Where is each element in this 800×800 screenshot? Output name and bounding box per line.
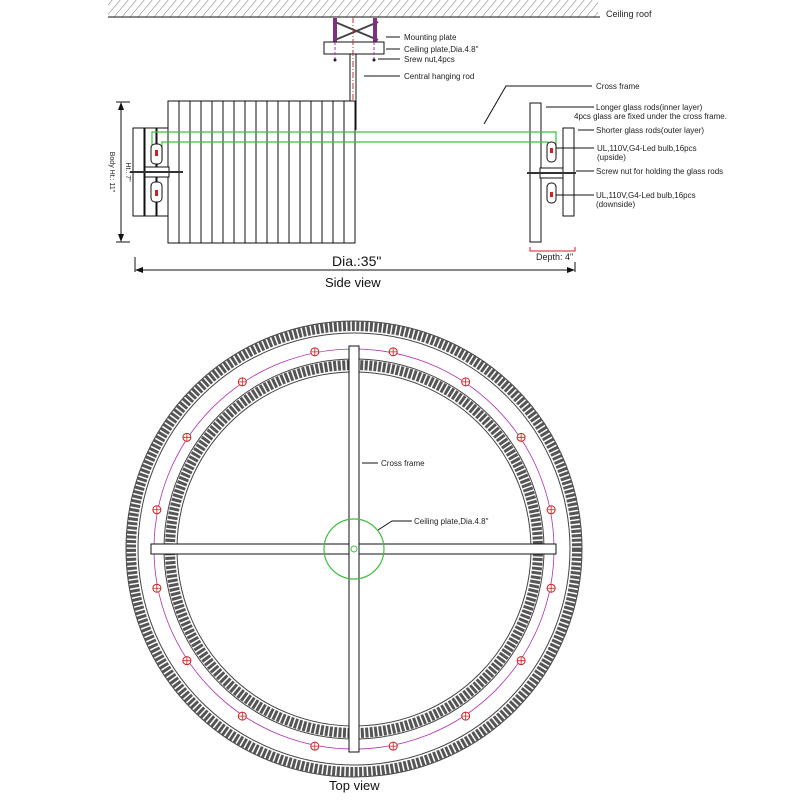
longer-rods-note: 4pcs glass are fixed under the cross fra…: [574, 112, 727, 121]
bulb-marker-icon: [546, 505, 556, 515]
bulb-assembly-right: [527, 141, 576, 204]
glass-rods-side: [132, 100, 575, 244]
mounting-plate-label: Mounting plate: [404, 33, 457, 42]
bulb-marker-icon: [237, 711, 247, 721]
top-ceiling-plate-label: Ceiling plate,Dia.4.8": [414, 517, 489, 526]
long-glass-rod: [189, 100, 202, 244]
long-glass-rod: [233, 100, 246, 244]
height-dimension: [116, 101, 130, 243]
bulb-marker-icon: [152, 505, 162, 515]
top-cross-frame-label: Cross frame: [381, 459, 425, 468]
top-view: [125, 320, 583, 778]
long-glass-rod: [321, 100, 334, 244]
bulb-downside-note: (downside): [596, 200, 635, 209]
bulb-marker-icon: [182, 432, 192, 442]
bulb-upside-note: (upside): [597, 153, 626, 162]
bulb-marker-icon: [461, 377, 471, 387]
ceiling-plate-circle: [323, 518, 385, 580]
bulb-upside-label: UL,110V,G4-Led bulb,16pcs: [597, 144, 697, 153]
bulb-marker-icon: [388, 741, 398, 751]
bulb-marker-icon: [152, 583, 162, 593]
bulb-marker-icon: [237, 377, 247, 387]
bulb-marker-icon: [516, 432, 526, 442]
long-glass-rod: [343, 100, 356, 244]
side-view-title: Side view: [325, 275, 381, 290]
long-glass-rod: [244, 100, 257, 244]
long-glass-rod: [255, 100, 268, 244]
top-view-title: Top view: [329, 778, 380, 793]
long-glass-rod: [222, 100, 235, 244]
bulb-marker-icon: [310, 347, 320, 357]
screw-nut-label: Srew nut,4pcs: [404, 55, 455, 64]
ceiling-roof: [108, 0, 600, 18]
bulb-assembly-left: [130, 143, 183, 203]
body-height-label: Body Ht.: 11": [108, 152, 115, 193]
shorter-rods-label: Shorter glass rods(outer layer): [596, 126, 704, 135]
long-glass-rod: [310, 100, 323, 244]
long-glass-rod: [200, 100, 213, 244]
bulb-marker-icon: [310, 741, 320, 751]
bulb-marker-icon: [516, 656, 526, 666]
ceiling-plate-label: Ceiling plate,Dia.4.8": [404, 45, 479, 54]
long-glass-rod: [211, 100, 224, 244]
cross-frame-vertical: [348, 345, 360, 753]
diameter-label: Dia.:35": [332, 253, 381, 269]
diameter-dimension: [134, 257, 576, 273]
cross-frame-label: Cross frame: [596, 82, 640, 91]
central-rod-label: Central hanging rod: [404, 72, 474, 81]
long-glass-rod: [332, 100, 345, 244]
long-glass-rod: [266, 100, 279, 244]
holding-nut-label: Screw nut for holding the glass rods: [596, 167, 723, 176]
longer-rods-label: Longer glass rods(inner layer): [596, 103, 703, 112]
depth-dimension: [529, 247, 576, 252]
ceiling-roof-label: Ceiling roof: [606, 9, 652, 19]
bulb-marker-icon: [388, 347, 398, 357]
depth-label: Depth: 4": [536, 252, 573, 262]
long-glass-rod: [277, 100, 290, 244]
bulb-markers: [152, 347, 556, 751]
bulb-marker-icon: [546, 583, 556, 593]
bulb-marker-icon: [182, 656, 192, 666]
long-glass-rod: [299, 100, 312, 244]
bulb-marker-icon: [461, 711, 471, 721]
bulb-downside-label: UL,110V,G4-Led bulb,16pcs: [596, 191, 696, 200]
inner-height-label: Ht.: 7": [124, 162, 131, 182]
long-glass-rod: [288, 100, 301, 244]
